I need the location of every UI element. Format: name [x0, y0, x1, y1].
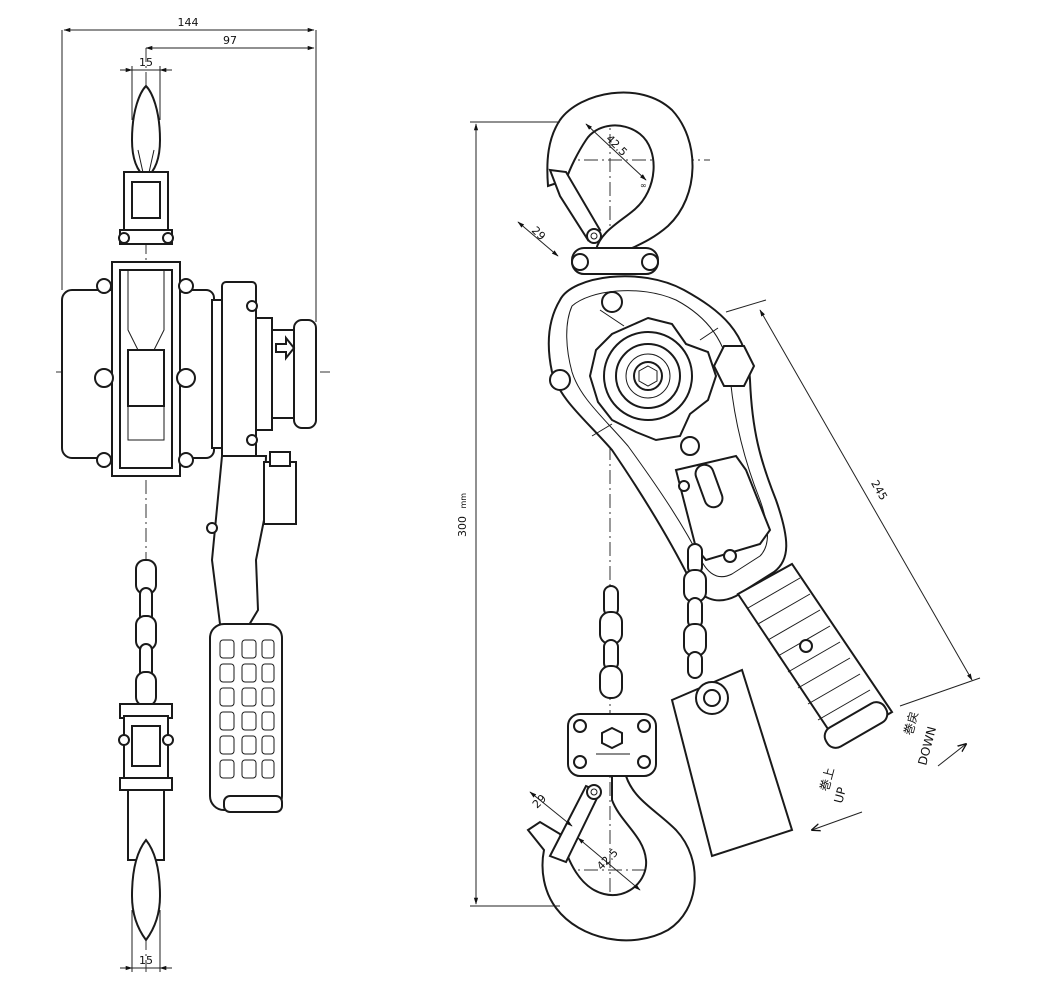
side-chain — [135, 559, 157, 707]
side-lever — [206, 451, 297, 813]
dim-overall-width: 144 — [178, 16, 199, 29]
dim-hook-width-bottom: 15 — [139, 954, 153, 967]
front-bottom-block — [567, 713, 657, 777]
front-bottom-hook — [526, 775, 696, 942]
side-view: 144 97 15 15 — [56, 16, 330, 972]
dim-hook-opening-top: 42.5 — [603, 132, 630, 159]
down-arrow — [937, 744, 966, 767]
front-handle-grip — [736, 562, 894, 749]
front-chain-tag — [670, 668, 794, 858]
label-down-jp: 巻戻 — [901, 710, 921, 737]
dim-offset-width: 97 — [223, 34, 237, 47]
dim-hook-throat-top: 29 — [529, 224, 548, 243]
up-arrow — [812, 811, 863, 830]
dim-total-height-unit: mm — [459, 493, 468, 509]
front-top-hook: ∞ — [546, 91, 694, 275]
label-down-en: DOWN — [915, 725, 939, 767]
front-chain — [599, 543, 707, 699]
side-bottom-hook — [118, 703, 174, 942]
label-up-jp: 巻上 — [817, 766, 837, 793]
side-dimensions: 144 97 15 15 — [61, 16, 317, 972]
label-up-en: UP — [831, 786, 849, 805]
side-body — [61, 261, 317, 477]
front-ratchet-wheel — [588, 309, 719, 442]
dim-hook-width-top: 15 — [139, 56, 153, 69]
side-top-hook — [118, 84, 174, 245]
dim-handle-length: 245 — [868, 478, 890, 503]
svg-text:300 mm: 300 mm — [456, 493, 469, 537]
hook-mark: ∞ — [640, 181, 647, 190]
front-view: ∞ — [456, 91, 981, 942]
dim-hook-opening-bottom: 42.5 — [594, 846, 621, 873]
dim-total-height: 300 — [456, 516, 469, 537]
